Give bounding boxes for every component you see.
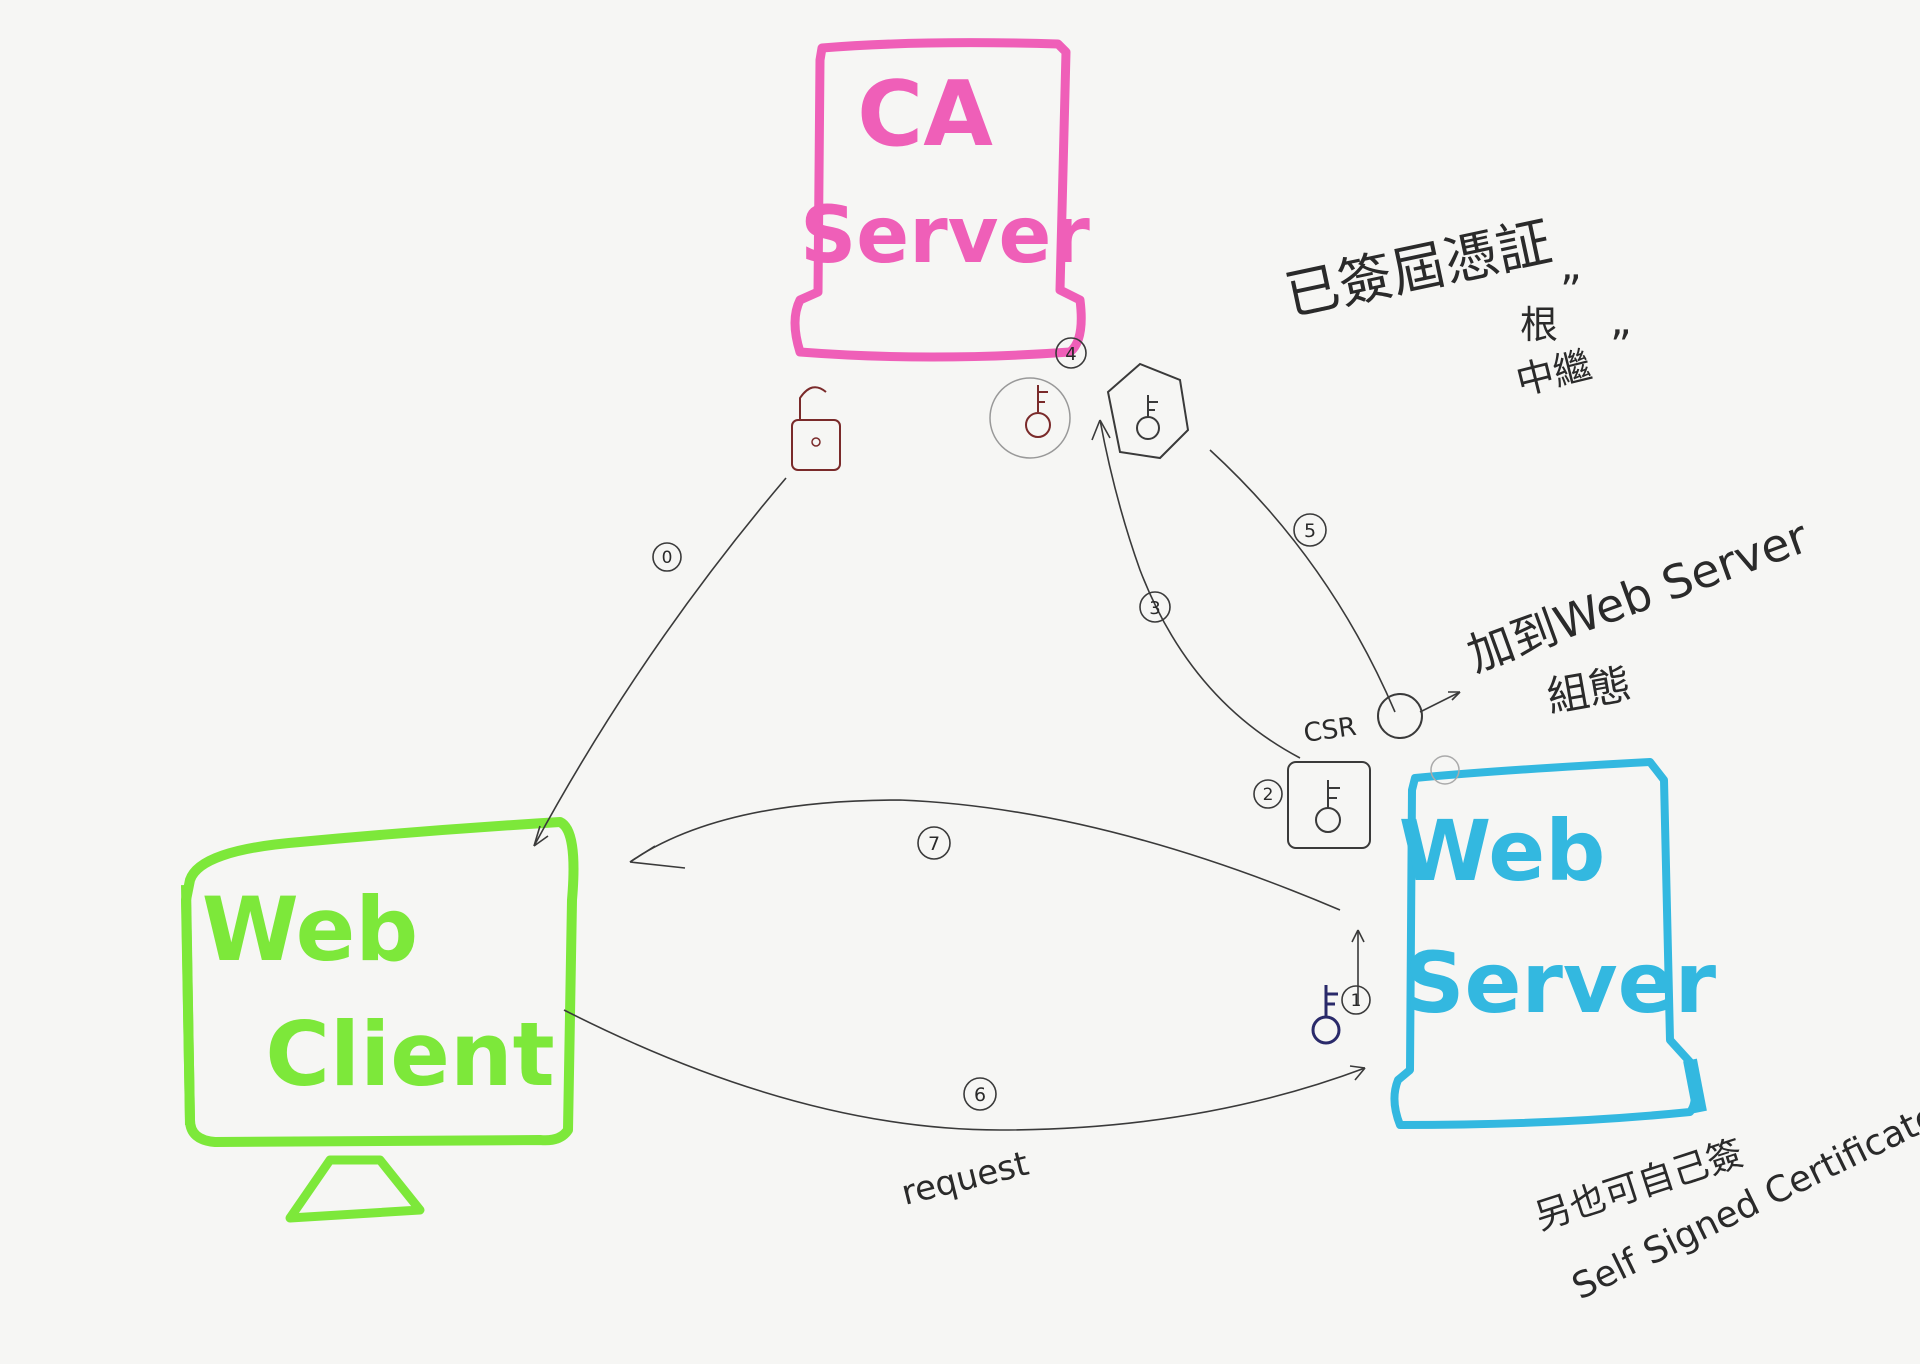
ca-server-label-2: Server bbox=[800, 191, 1090, 281]
step-markers: 0 1 2 3 4 5 6 7 bbox=[652, 337, 1371, 1111]
configuration-note: 組態 bbox=[1543, 659, 1634, 722]
step-7-marker: 7 bbox=[917, 826, 951, 860]
signed-cert-key-icon bbox=[1106, 362, 1190, 460]
root-quote-mark: ” bbox=[1560, 266, 1582, 315]
ca-server-node: CA Server bbox=[790, 38, 1090, 362]
step-1-marker: 1 bbox=[1341, 985, 1371, 1015]
arrow-csr-config bbox=[1419, 691, 1461, 713]
csr-circle-icon bbox=[1377, 693, 1460, 785]
web-server-label-1: Web bbox=[1399, 802, 1606, 900]
request-label: request bbox=[898, 1144, 1033, 1214]
step-3-marker: 3 bbox=[1139, 591, 1171, 623]
arrow-csr-config-head bbox=[1448, 691, 1461, 701]
ca-server-monitor-frame bbox=[790, 38, 1086, 362]
step-4-marker: 4 bbox=[1055, 337, 1087, 369]
arrow-step-0-head bbox=[533, 825, 549, 847]
web-client-stand bbox=[285, 1155, 425, 1223]
csr-key-icon bbox=[1287, 761, 1371, 849]
arrow-step-0 bbox=[533, 477, 787, 847]
arrow-step-7-head bbox=[629, 845, 686, 869]
arrow-step-6-head bbox=[1349, 1065, 1366, 1081]
step-0-marker: 0 bbox=[652, 542, 682, 572]
step-2-label: 2 bbox=[1263, 785, 1274, 805]
step-6-label: 6 bbox=[974, 1084, 986, 1106]
add-to-web-server-note: 加到Web Server bbox=[1460, 509, 1815, 682]
arrow-step-3 bbox=[1099, 419, 1301, 759]
web-client-monitor-frame bbox=[181, 817, 579, 1147]
step-7-label: 7 bbox=[928, 833, 940, 855]
web-client-edge bbox=[181, 884, 195, 1126]
web-client-label-1: Web bbox=[202, 878, 419, 981]
intermediate-quote-mark: ” bbox=[1610, 321, 1632, 370]
web-server-private-key-icon bbox=[1311, 985, 1341, 1045]
arrow-step-6 bbox=[563, 1009, 1366, 1131]
csr-label: CSR bbox=[1302, 712, 1358, 749]
arrow-step-3-head bbox=[1091, 419, 1111, 441]
ca-server-label-1: CA bbox=[857, 62, 993, 167]
web-server-monitor-frame bbox=[1390, 758, 1699, 1129]
step-6-marker: 6 bbox=[963, 1077, 997, 1111]
step-5-marker: 5 bbox=[1293, 513, 1327, 547]
arrow-step-7 bbox=[629, 799, 1341, 911]
intermediate-cert-note: 中繼 bbox=[1512, 343, 1596, 404]
step-5-label: 5 bbox=[1304, 520, 1316, 542]
web-server-node: Web Server bbox=[1390, 758, 1717, 1129]
arrow-step-1-head bbox=[1351, 929, 1365, 943]
step-2-marker: 2 bbox=[1253, 779, 1283, 809]
root-cert-note: 根 bbox=[1520, 303, 1558, 347]
step-3-label: 3 bbox=[1149, 598, 1160, 619]
web-server-label-2: Server bbox=[1404, 934, 1717, 1032]
step-1-label: 1 bbox=[1351, 991, 1362, 1011]
web-client-label-2: Client bbox=[265, 1003, 554, 1106]
arrows bbox=[533, 419, 1461, 1131]
ca-private-key-icon bbox=[989, 377, 1071, 459]
web-server-edge bbox=[1683, 1058, 1707, 1114]
step-0-label: 0 bbox=[662, 548, 673, 568]
step-4-label: 4 bbox=[1065, 344, 1076, 365]
signed-certificate-note: 已簽屆憑証 bbox=[1280, 210, 1557, 328]
arrow-step-5 bbox=[1209, 449, 1396, 713]
web-client-node: Web Client bbox=[181, 817, 579, 1223]
annotations: 已簽屆憑証 根 ” 中繼 ” 加到Web Server 組態 CSR reque… bbox=[898, 210, 1920, 1308]
ca-padlock-icon bbox=[791, 386, 841, 471]
